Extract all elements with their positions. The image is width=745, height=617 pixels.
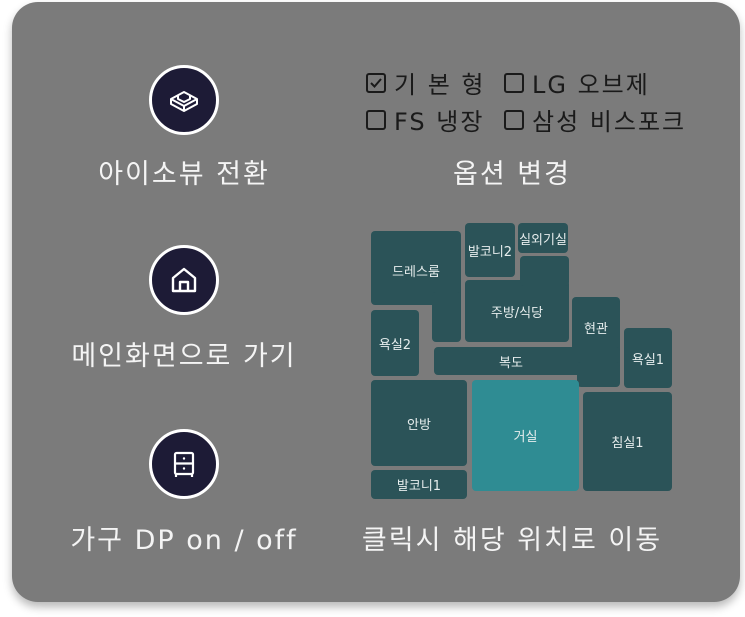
control-panel: 아이소뷰 전환 메인화면으로 가기 가구 DP on / off — [12, 2, 740, 602]
room-bedroom1[interactable]: 침실1 — [583, 392, 672, 491]
option-label: FS 냉장 — [394, 108, 485, 136]
room-hallway-ext[interactable] — [577, 362, 620, 387]
room-master-bedroom[interactable]: 안방 — [371, 380, 467, 466]
option-basic[interactable]: 기 본 형 — [366, 65, 486, 100]
option-label: 기 본 형 — [394, 71, 486, 99]
room-bath1[interactable]: 욕실1 — [624, 328, 672, 388]
checkbox[interactable] — [366, 109, 386, 130]
home-icon — [171, 267, 197, 293]
furniture-toggle-button[interactable] — [149, 429, 219, 499]
furniture-dp-label: 가구 DP on / off — [70, 525, 298, 556]
checkbox[interactable] — [504, 72, 524, 93]
isometric-box-icon — [170, 91, 198, 112]
iso-view-label: 아이소뷰 전환 — [98, 159, 270, 190]
room-dressroom-ext[interactable] — [432, 292, 461, 342]
room-kitchen-ext[interactable] — [520, 256, 569, 286]
option-lg-objet[interactable]: LG 오브제 — [504, 65, 650, 100]
option-label: LG 오브제 — [532, 71, 650, 99]
drawer-cabinet-icon — [173, 451, 195, 477]
room-outdoor-unit[interactable]: 실외기실 — [518, 223, 568, 253]
room-bath2[interactable]: 욕실2 — [371, 310, 419, 376]
go-main-label: 메인화면으로 가기 — [71, 341, 297, 372]
room-balcony1[interactable]: 발코니1 — [371, 470, 467, 499]
checkmark-icon — [370, 77, 382, 88]
home-button[interactable] — [149, 245, 219, 315]
option-label: 삼성 비스포크 — [532, 108, 687, 136]
room-living[interactable]: 거실 — [472, 380, 579, 491]
move-hint-label: 클릭시 해당 위치로 이동 — [361, 525, 663, 556]
iso-view-button[interactable] — [149, 65, 219, 135]
option-fs-fridge[interactable]: FS 냉장 — [366, 102, 484, 137]
checkbox[interactable] — [366, 72, 386, 93]
room-kitchen[interactable]: 주방/식당 — [465, 280, 569, 342]
room-balcony2[interactable]: 발코니2 — [465, 223, 515, 277]
checkbox[interactable] — [504, 109, 524, 130]
option-samsung-bespoke[interactable]: 삼성 비스포크 — [504, 102, 686, 137]
change-option-label: 옵션 변경 — [453, 159, 571, 190]
